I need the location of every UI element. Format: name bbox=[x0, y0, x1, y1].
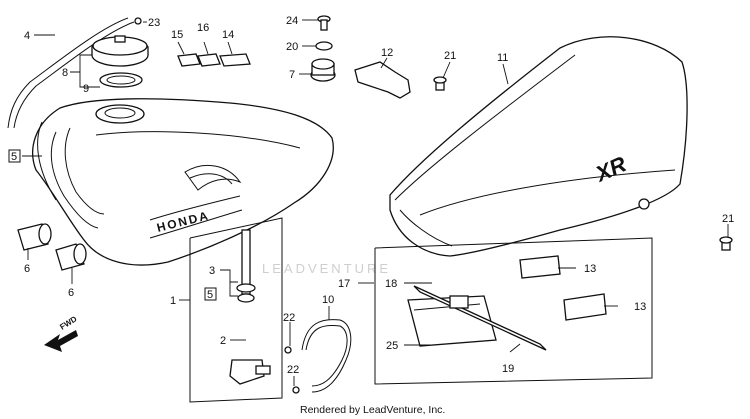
fuel-tube-outline bbox=[13, 21, 135, 129]
bolt-24 bbox=[317, 15, 331, 31]
callout-13a: 13 bbox=[584, 263, 596, 275]
watermark-text: LEADVENTURE bbox=[262, 261, 391, 276]
washer-20 bbox=[315, 41, 333, 51]
grommet-7 bbox=[310, 58, 336, 82]
callout-3: 3 bbox=[209, 265, 215, 277]
callout-6b: 6 bbox=[68, 287, 74, 299]
callout-22a: 22 bbox=[283, 312, 295, 324]
decal-16 bbox=[197, 53, 221, 67]
fuel-cap bbox=[91, 35, 149, 67]
bolt-21-upper bbox=[433, 76, 447, 91]
leader-lines bbox=[22, 19, 729, 386]
callout-21b: 21 bbox=[722, 213, 734, 225]
ring-23 bbox=[134, 17, 142, 25]
callout-labels: 4 23 8 9 5 6 6 15 16 14 24 20 7 12 21 11… bbox=[8, 15, 734, 376]
callout-11: 11 bbox=[497, 52, 508, 64]
footer-credit: Rendered by LeadVenture, Inc. bbox=[300, 404, 445, 416]
callout-1: 1 bbox=[170, 295, 176, 307]
decal-14 bbox=[219, 53, 251, 67]
bolt-21-right bbox=[719, 236, 733, 251]
bracket-12 bbox=[354, 61, 411, 99]
callout-20: 20 bbox=[286, 41, 298, 53]
callout-18: 18 bbox=[385, 278, 397, 290]
callout-9: 9 bbox=[83, 83, 89, 95]
seat-parts-box bbox=[374, 237, 653, 385]
callout-2: 2 bbox=[220, 335, 226, 347]
fuel-hose-10-outline bbox=[305, 324, 348, 387]
callout-4: 4 bbox=[24, 30, 30, 42]
clip-22a bbox=[284, 346, 292, 354]
band-18 bbox=[449, 295, 469, 309]
callout-25: 25 bbox=[386, 340, 398, 352]
petcock-lever bbox=[255, 365, 271, 375]
callout-5b: 5 bbox=[207, 289, 213, 301]
petcock-box bbox=[189, 217, 283, 403]
fuel-hose-10 bbox=[301, 319, 352, 393]
forward-arrow: FWD bbox=[44, 314, 79, 352]
fuel-tank: HONDA bbox=[32, 98, 334, 266]
callout-21a: 21 bbox=[444, 50, 456, 62]
callout-23: 23 bbox=[148, 17, 160, 29]
callout-16: 16 bbox=[197, 22, 209, 34]
callout-7: 7 bbox=[289, 69, 295, 81]
callout-5b-box bbox=[204, 287, 217, 301]
cap-gasket bbox=[99, 72, 143, 88]
petcock-washer bbox=[237, 293, 255, 303]
callout-19: 19 bbox=[502, 363, 514, 375]
callout-6a: 6 bbox=[24, 263, 30, 275]
callout-14: 14 bbox=[222, 29, 234, 41]
callout-24: 24 bbox=[286, 15, 298, 27]
tank-rubber-a bbox=[17, 223, 52, 251]
seat: XR bbox=[389, 36, 688, 257]
callout-22b: 22 bbox=[287, 364, 299, 376]
callout-5a-box bbox=[8, 149, 21, 163]
callout-15: 15 bbox=[171, 29, 183, 41]
callout-12: 12 bbox=[381, 47, 393, 59]
callout-10: 10 bbox=[322, 294, 334, 306]
callout-13b: 13 bbox=[634, 301, 646, 313]
decal-15 bbox=[177, 53, 201, 67]
clip-13a bbox=[519, 255, 561, 279]
callout-8: 8 bbox=[62, 67, 68, 79]
clip-13b bbox=[563, 293, 607, 321]
cap-gasket-inner bbox=[106, 75, 136, 85]
callout-5a: 5 bbox=[11, 151, 17, 163]
fuel-tube bbox=[7, 17, 129, 129]
petcock-o-ring bbox=[236, 283, 256, 293]
clip-22b bbox=[292, 386, 300, 394]
callout-17: 17 bbox=[338, 278, 350, 290]
fwd-label: FWD bbox=[58, 314, 78, 331]
rod-19 bbox=[413, 285, 547, 351]
tank-rubber-b bbox=[55, 243, 87, 271]
